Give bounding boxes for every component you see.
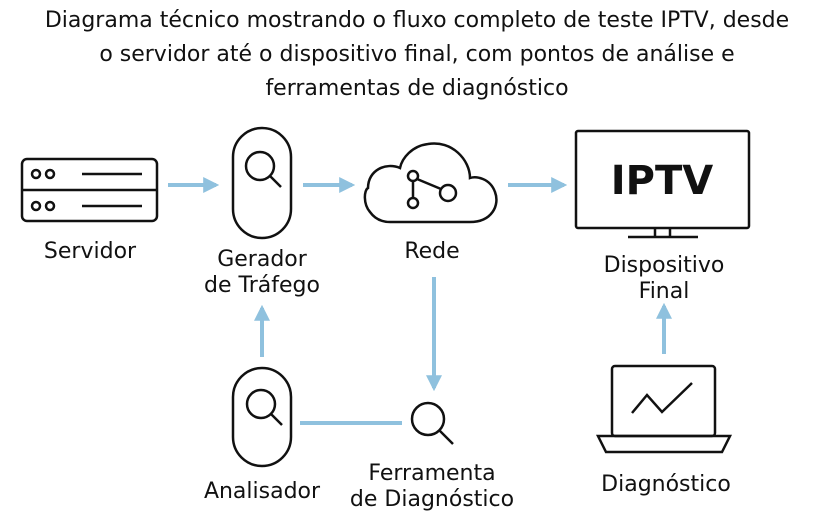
- node-rede: Rede: [363, 142, 498, 264]
- tv-monitor-icon: [574, 129, 751, 239]
- title-line-2: o servidor até o dispositivo final, com …: [99, 42, 735, 67]
- title-line-1: Diagrama técnico mostrando o fluxo compl…: [44, 8, 790, 33]
- node-ferramenta-de-diagnostico: Ferramenta de Diagnóstico: [350, 401, 514, 512]
- node-servidor: Servidor: [20, 157, 159, 264]
- iptv-screen-text: IPTV: [611, 158, 713, 204]
- gerador-label-line2: de Tráfego: [204, 273, 320, 298]
- magnifier-icon: [231, 366, 293, 468]
- node-gerador-de-trafego: Gerador de Tráfego: [204, 126, 320, 298]
- rede-label: Rede: [404, 239, 459, 264]
- connectors: [168, 177, 672, 425]
- diagnostico-label: Diagnóstico: [601, 472, 731, 497]
- node-diagnostico: Diagnóstico: [595, 364, 733, 497]
- servidor-label: Servidor: [44, 239, 137, 264]
- dispositivo-label-line1: Dispositivo: [604, 253, 725, 278]
- dispositivo-label-line2: Final: [639, 279, 690, 304]
- analisador-label: Analisador: [204, 479, 321, 504]
- magnifier-icon: [410, 401, 454, 445]
- diagram-title: Diagrama técnico mostrando o fluxo compl…: [0, 4, 834, 106]
- server-icon: [20, 157, 159, 223]
- gerador-label-line1: Gerador: [217, 247, 308, 272]
- title-line-3: ferramentas de diagnóstico: [265, 76, 569, 101]
- ferramenta-label-line2: de Diagnóstico: [350, 487, 514, 512]
- ferramenta-label-line1: Ferramenta: [368, 461, 495, 486]
- magnifier-icon: [231, 126, 293, 240]
- node-analisador: Analisador: [204, 366, 321, 504]
- laptop-chart-icon: [595, 364, 733, 454]
- cloud-network-icon: [363, 142, 498, 224]
- node-dispositivo-final: IPTV Dispositivo Final: [574, 129, 751, 304]
